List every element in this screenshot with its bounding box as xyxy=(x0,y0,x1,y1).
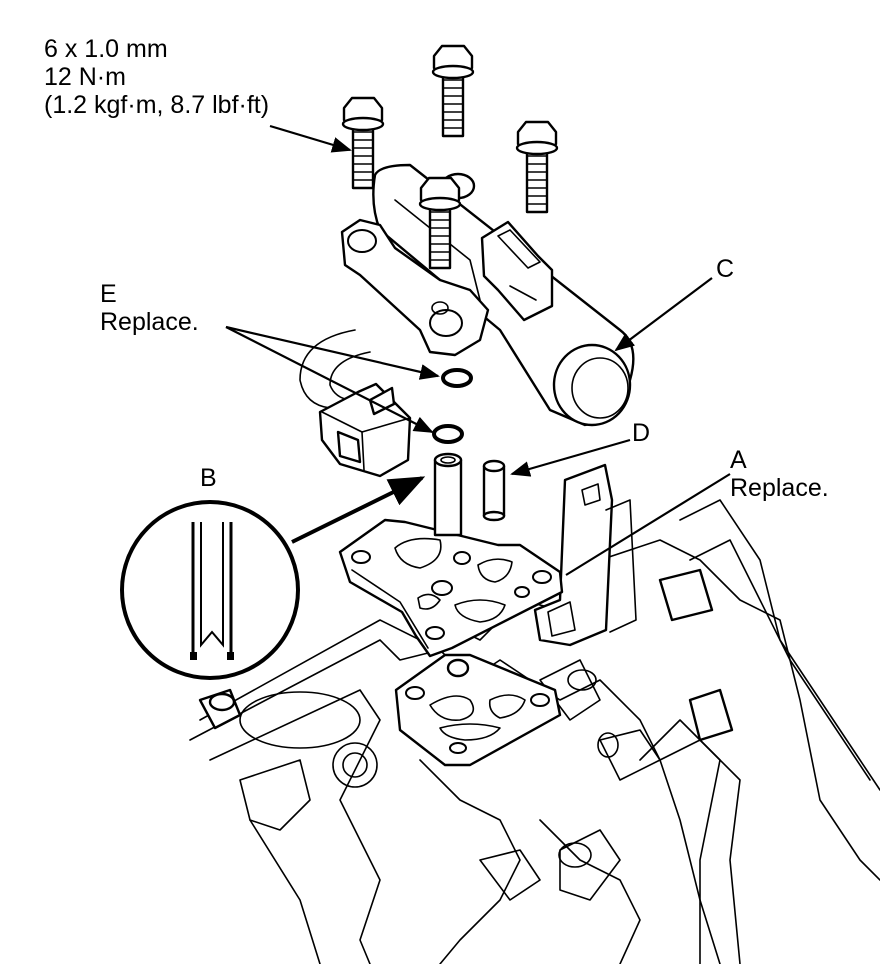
oil-pipe-b xyxy=(433,452,463,537)
detail-b-circle xyxy=(120,500,300,680)
leader-e-2 xyxy=(225,326,434,433)
mounting-bracket xyxy=(533,463,637,647)
leader-lines xyxy=(225,124,731,576)
solenoid-harness-connector xyxy=(299,329,412,478)
shift-solenoid-c xyxy=(340,163,635,427)
callout-a: A Replace. xyxy=(730,446,829,502)
callout-b: B xyxy=(200,464,217,492)
leader-d xyxy=(510,438,631,477)
callout-b-letter: B xyxy=(200,464,217,492)
bolt-torque: 12 N·m xyxy=(44,63,126,91)
bolt-2 xyxy=(431,44,475,138)
bolt-torque-alt-units: (1.2 kgf·m, 8.7 lbf·ft) xyxy=(44,91,270,119)
bolt-size: 6 x 1.0 mm xyxy=(44,35,168,63)
dowel-pin-d xyxy=(482,459,506,522)
gasket-a xyxy=(338,518,564,658)
callout-c-letter: C xyxy=(716,255,735,283)
torque-leader xyxy=(269,124,352,153)
callout-a-letter: A xyxy=(730,446,747,474)
bolt-1 xyxy=(341,96,385,190)
o-rings-e xyxy=(432,368,473,444)
bolt-4 xyxy=(418,176,462,270)
callout-e: E Replace. xyxy=(100,280,199,336)
callout-d-letter: D xyxy=(632,419,651,447)
callout-e-letter: E xyxy=(100,280,117,308)
leader-b xyxy=(291,476,426,544)
transmission-housing xyxy=(189,499,880,965)
callout-a-note: Replace. xyxy=(730,474,829,502)
leader-c xyxy=(614,277,713,352)
bolt-3 xyxy=(515,120,559,214)
leader-e-1 xyxy=(225,325,440,380)
torque-spec-label: 6 x 1.0 mm 12 N·m (1.2 kgf·m, 8.7 lbf·ft… xyxy=(44,35,269,119)
callout-c: C xyxy=(716,255,734,283)
callout-d: D xyxy=(632,419,650,447)
bolts xyxy=(341,44,559,270)
callout-e-note: Replace. xyxy=(100,308,199,336)
leader-a xyxy=(565,473,731,576)
